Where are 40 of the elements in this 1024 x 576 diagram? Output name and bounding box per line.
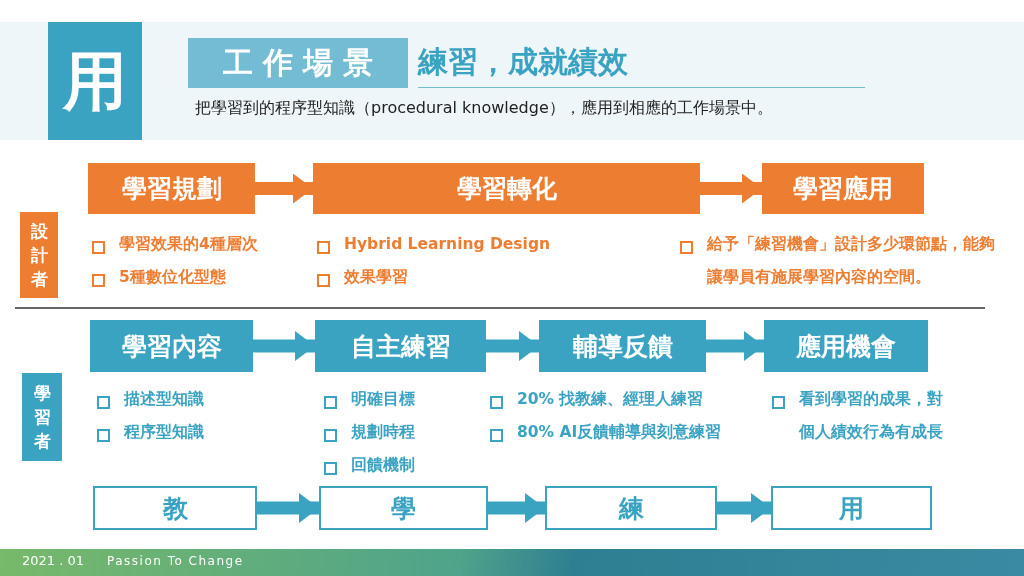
list-item-text: 規劃時程 [351, 422, 415, 443]
list-item-text: 明確目標 [351, 389, 415, 410]
stage-box: 教 [93, 486, 257, 530]
arrow [255, 173, 313, 204]
list-item-text: 描述型知識 [124, 389, 204, 410]
list-item-text: 程序型知識 [124, 422, 204, 443]
list-item-text: 看到學習的成果，對個人績效行為有成長 [799, 389, 944, 443]
step-box: 學習內容 [90, 320, 253, 372]
list-item-text: 學習效果的4種層次 [119, 234, 258, 255]
footer-date: 2021 . 01 [22, 553, 85, 568]
step-box: 自主練習 [315, 320, 486, 372]
arrow [486, 331, 539, 361]
list-item-text: 20% 找教練、經理人練習 [517, 389, 704, 410]
arrow [717, 493, 771, 523]
phase-box: 學習規劃 [88, 163, 255, 214]
arrow [257, 493, 319, 523]
subtitle: 把學習到的程序型知識（procedural knowledge），應用到相應的工作場景中。 [195, 98, 773, 119]
step-box: 應用機會 [764, 320, 928, 372]
phase-box: 學習應用 [762, 163, 924, 214]
arrow [488, 493, 545, 523]
list-item-text: 回饋機制 [351, 455, 415, 476]
footer-slogan: Passion To Change [107, 554, 244, 568]
role-label-box: 學習者 [22, 373, 62, 461]
letter-tile: 用 [48, 22, 142, 140]
arrow [706, 331, 764, 361]
heading-banner: 工作場景 [188, 38, 408, 88]
stage-box: 學 [319, 486, 488, 530]
list-item-text: 效果學習 [344, 267, 408, 288]
step-box: 輔導反饋 [539, 320, 706, 372]
stage-box: 用 [771, 486, 932, 530]
role-label-box: 設計者 [20, 212, 58, 298]
list-item-text: 給予「練習機會」設計多少環節點，能夠讓學員有施展學習內容的空間。 [707, 234, 996, 288]
list-item-text: 5種數位化型態 [119, 267, 226, 288]
list-item-text: 80% AI反饋輔導與刻意練習 [517, 422, 722, 443]
title: 練習，成就績效 [418, 40, 865, 88]
list-item-text: Hybrid Learning Design [344, 234, 551, 255]
arrow [253, 331, 315, 361]
phase-box: 學習轉化 [313, 163, 700, 214]
arrow [700, 173, 762, 204]
stage-box: 練 [545, 486, 717, 530]
